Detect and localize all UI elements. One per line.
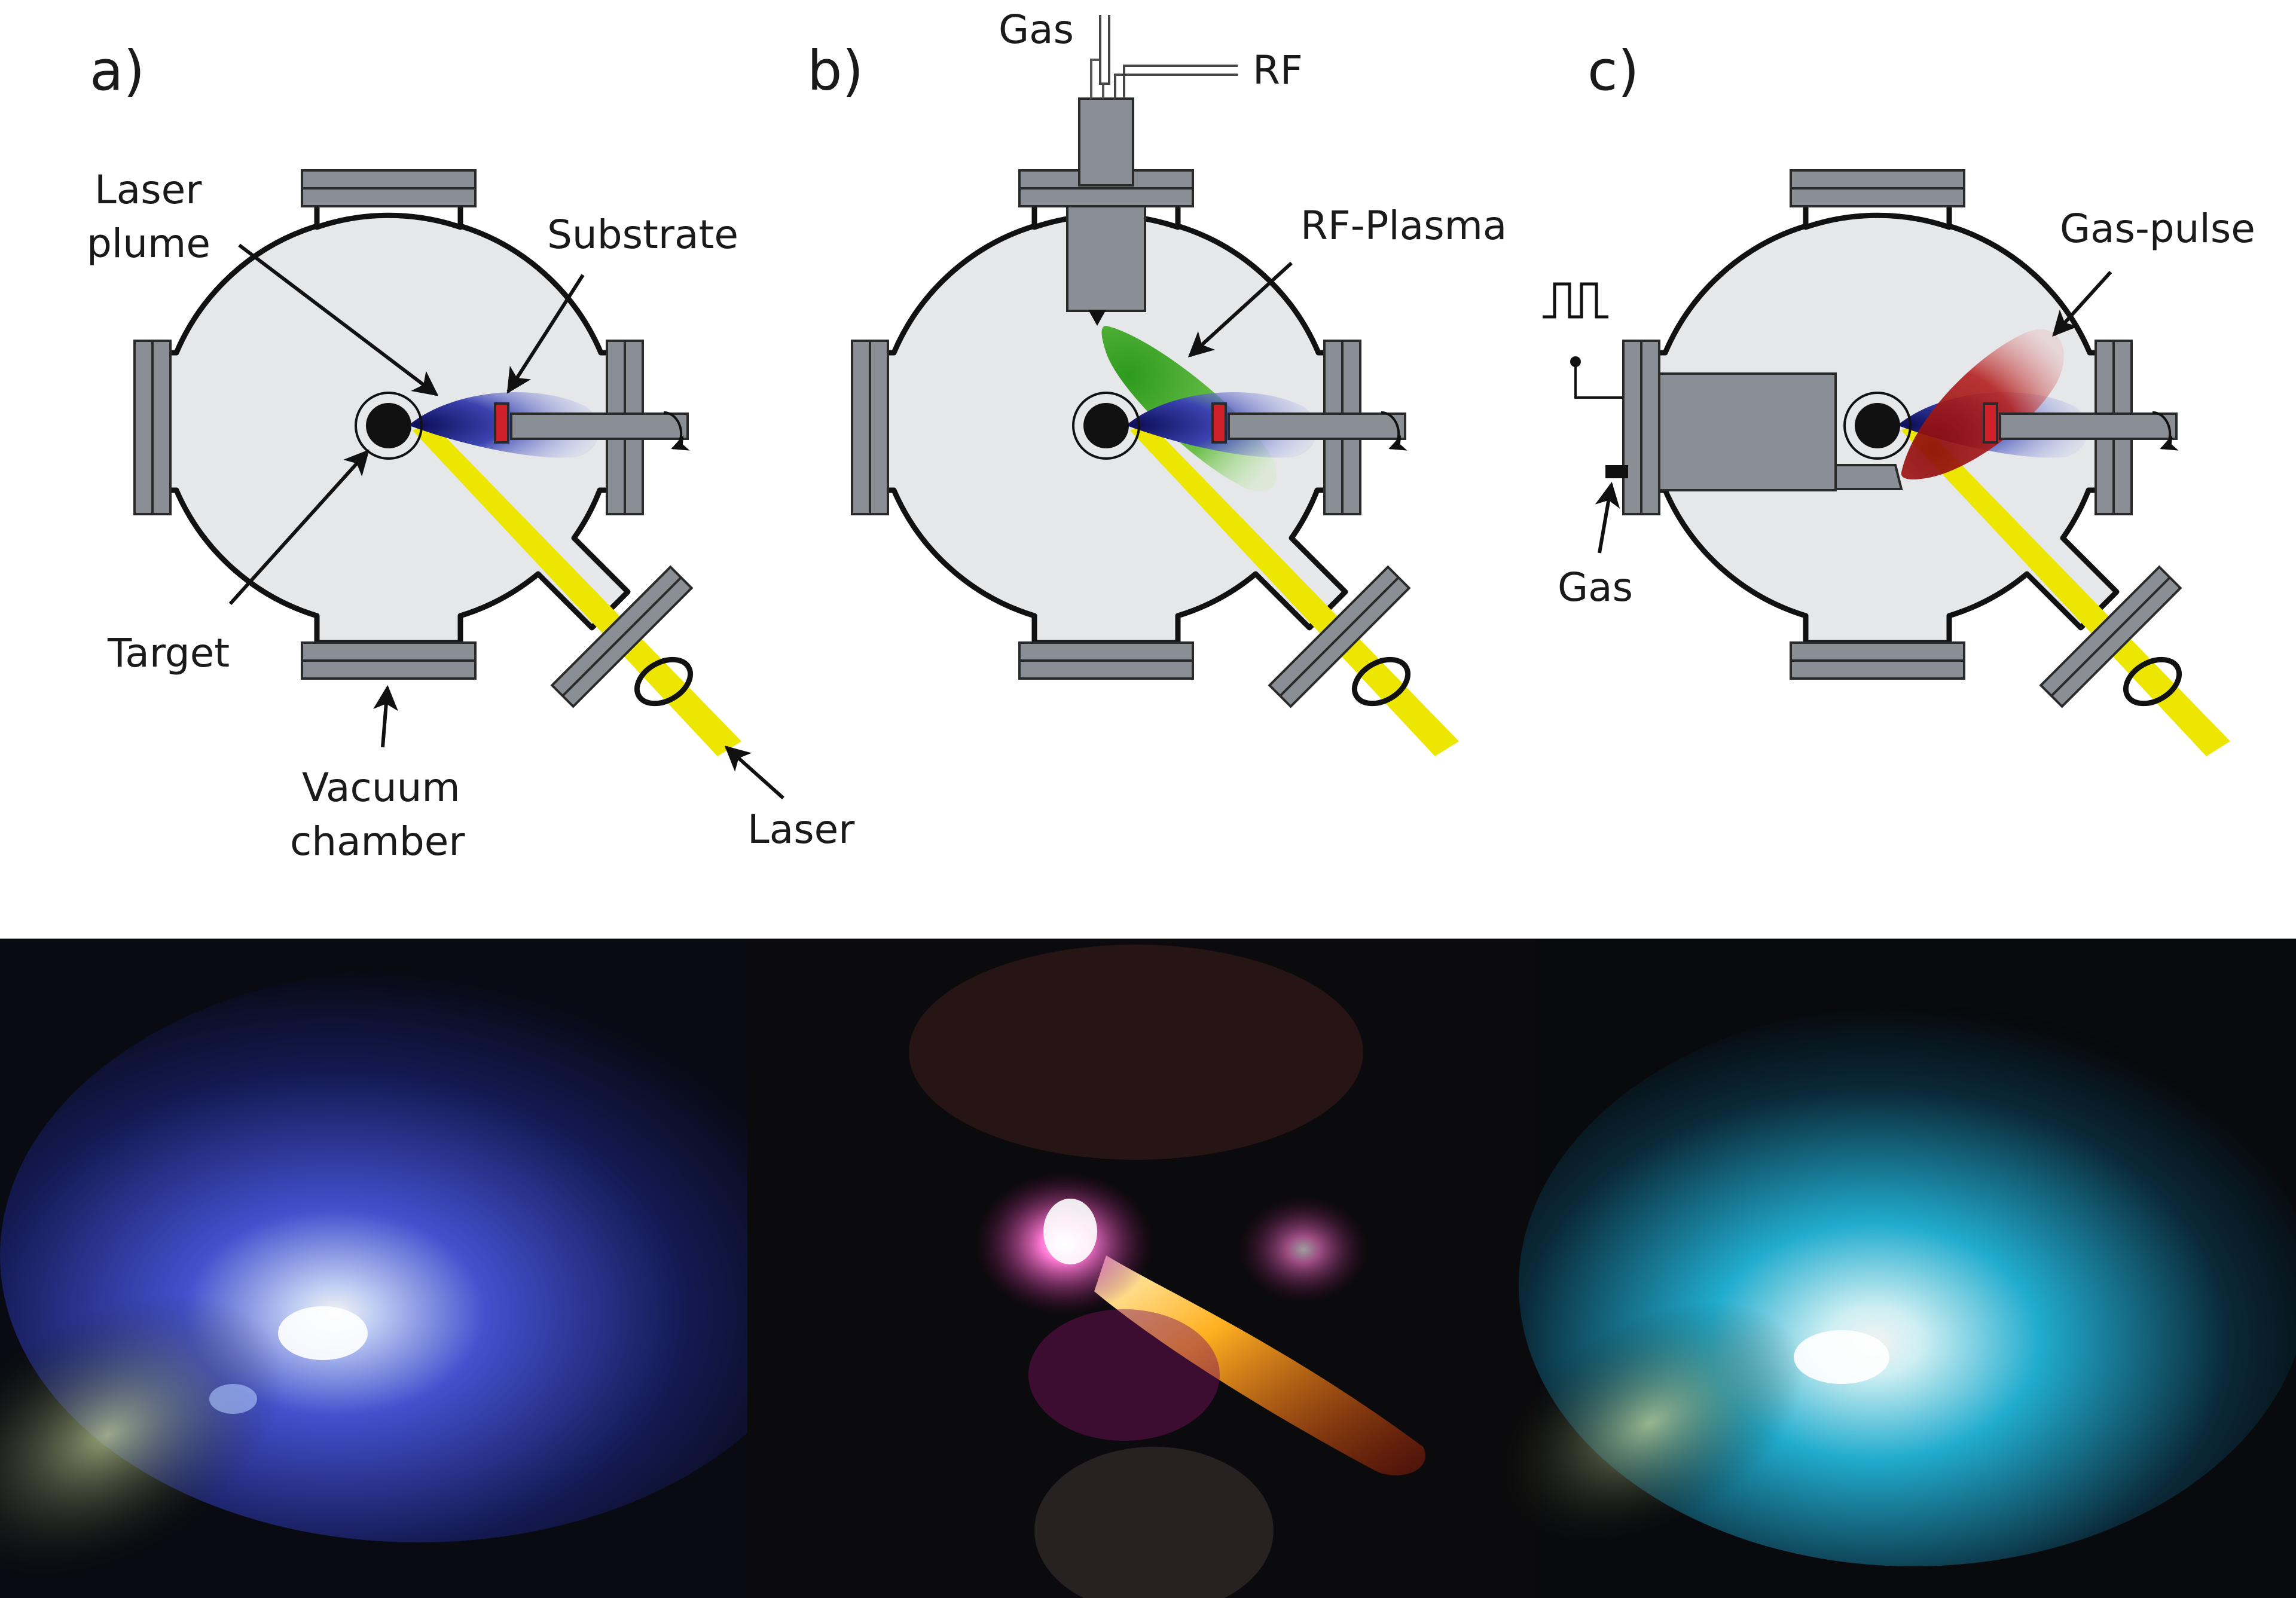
- substrate-holder: [1211, 402, 1406, 444]
- arrow-rf-plasma: [1187, 261, 1293, 358]
- rf-source: [1066, 15, 1238, 326]
- panel-a-letter: a): [90, 39, 145, 103]
- rotation-icon: [1381, 411, 1407, 451]
- window-flange: [550, 565, 694, 708]
- lens-icon: [634, 656, 694, 707]
- panel-a: a): [87, 39, 855, 864]
- label-rf: RF: [1253, 47, 1303, 93]
- arrow-substrate: [506, 274, 585, 394]
- arrow-laser-plume: [238, 243, 439, 396]
- photo-laser-plume-blue: [0, 939, 837, 1598]
- label-gas-pulse: Gas-pulse: [2060, 206, 2255, 252]
- target: [1855, 403, 1900, 448]
- label-target: Target: [107, 630, 230, 676]
- window-flange: [1268, 565, 1411, 708]
- panel-b: b): [807, 7, 1507, 756]
- substrate: [1983, 402, 1998, 444]
- label-laser: Laser: [747, 806, 855, 853]
- bottom-flange: [1790, 641, 1965, 680]
- photo-strip: [0, 939, 2296, 1598]
- panel-c-letter: c): [1587, 39, 1639, 103]
- substrate: [1211, 402, 1227, 444]
- photo-rf-plasma-orange: [747, 939, 1537, 1598]
- target-rotation-ring: [355, 392, 423, 460]
- arrow-vacuum: [373, 685, 398, 748]
- label-vacuum-1: Vacuum: [302, 765, 460, 811]
- label-vacuum-2: chamber: [290, 818, 465, 864]
- window-flange: [2039, 565, 2182, 708]
- target: [1083, 403, 1129, 448]
- substrate: [494, 402, 509, 444]
- top-flange: [1790, 169, 1965, 207]
- label-rf-plasma: RF-Plasma: [1300, 203, 1507, 249]
- pulsed-gas-valve: [1570, 356, 1903, 491]
- target: [366, 403, 411, 448]
- left-flange: [133, 340, 172, 515]
- left-flange: [1622, 340, 1660, 515]
- panel-c: c): [1543, 39, 2255, 756]
- left-flange: [851, 340, 889, 515]
- label-gas: Gas: [999, 7, 1074, 53]
- rotation-icon: [2152, 411, 2179, 451]
- substrate-holder: [1983, 402, 2178, 444]
- label-substrate: Substrate: [547, 212, 738, 258]
- pulse-waveform-icon: [1543, 282, 1608, 319]
- photo-gas-pulse-cyan: [1497, 939, 2296, 1598]
- bottom-flange: [1018, 641, 1194, 680]
- panel-b-letter: b): [807, 39, 863, 103]
- arrow-gas-pulse: [2052, 270, 2112, 337]
- bottom-flange: [301, 641, 477, 680]
- laser-beam: [1901, 421, 2230, 756]
- top-flange: [301, 169, 477, 207]
- label-laser-plume-2: plume: [87, 221, 210, 267]
- substrate-holder: [494, 402, 689, 444]
- arrow-gas: [1595, 481, 1620, 554]
- label-gas: Gas: [1558, 564, 1633, 610]
- target-rotation-ring: [1072, 392, 1140, 460]
- arrow-target: [228, 449, 370, 606]
- rotation-icon: [663, 411, 690, 451]
- gas-pulse-cloud: [1901, 329, 2064, 479]
- arrow-laser: [724, 745, 785, 800]
- laser-beam: [1130, 421, 1459, 756]
- lens-icon: [2123, 656, 2182, 707]
- lens-icon: [1351, 656, 1411, 707]
- label-laser-plume-1: Laser: [94, 167, 202, 213]
- laser-beam: [413, 421, 741, 756]
- target-rotation-ring: [1843, 392, 1912, 460]
